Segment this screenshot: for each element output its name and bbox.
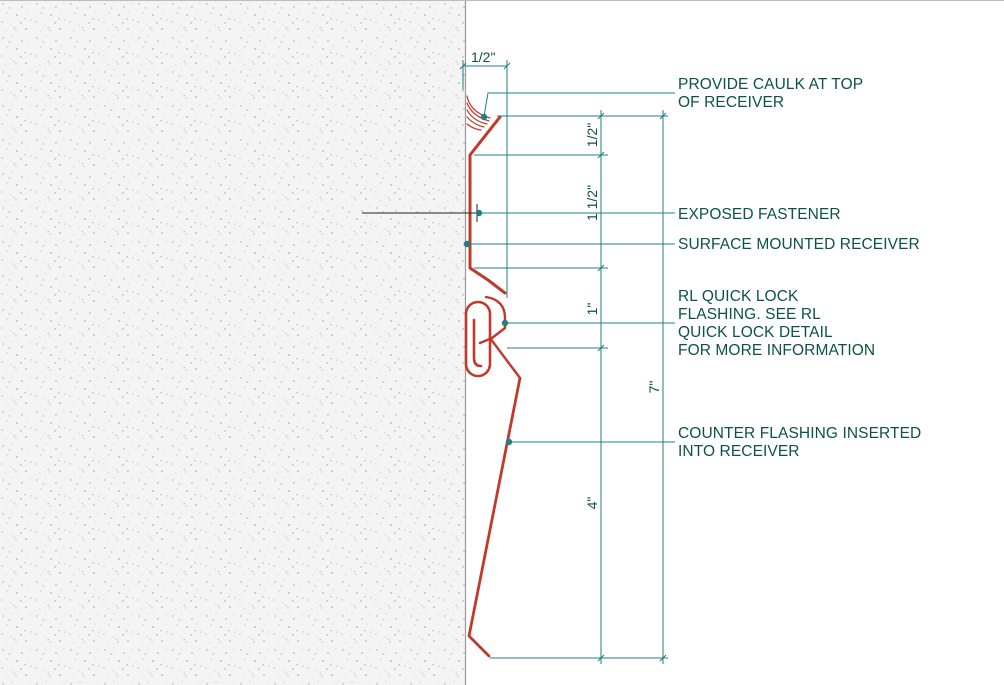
callout-caulk: PROVIDE CAULK AT TOP OF RECEIVER bbox=[678, 76, 863, 111]
counter-flashing bbox=[467, 376, 522, 658]
callout-surface-receiver: SURFACE MOUNTED RECEIVER bbox=[678, 236, 920, 253]
rl-quick-lock-flashing bbox=[464, 295, 522, 380]
caulk-bead bbox=[466, 95, 491, 131]
dim-half-inch-label: 1/2" bbox=[584, 123, 600, 147]
concrete-wall bbox=[0, 1, 465, 685]
dimension-lines bbox=[459, 60, 668, 664]
dim-one-inch-label: 1" bbox=[584, 303, 600, 316]
dim-top-width-label: 1/2" bbox=[471, 49, 495, 65]
callout-quick-lock-line-2: FLASHING. SEE RL bbox=[678, 306, 821, 323]
dim-seven-inch-label: 7" bbox=[646, 381, 662, 394]
surface-mounted-receiver bbox=[468, 115, 507, 295]
callout-quick-lock: RL QUICK LOCK FLASHING. SEE RL QUICK LOC… bbox=[678, 288, 875, 359]
dim-one-and-half-label: 1 1/2" bbox=[584, 185, 600, 221]
callout-quick-lock-line-1: RL QUICK LOCK bbox=[678, 288, 799, 305]
callout-counter-flashing-line-1: COUNTER FLASHING INSERTED bbox=[678, 425, 921, 442]
callout-caulk-line-2: OF RECEIVER bbox=[678, 94, 784, 111]
callout-exposed-fastener: EXPOSED FASTENER bbox=[678, 206, 841, 223]
callout-counter-flashing: COUNTER FLASHING INSERTED INTO RECEIVER bbox=[678, 425, 921, 460]
callout-counter-flashing-line-2: INTO RECEIVER bbox=[678, 443, 800, 460]
callout-caulk-line-1: PROVIDE CAULK AT TOP bbox=[678, 76, 863, 93]
callout-quick-lock-line-4: FOR MORE INFORMATION bbox=[678, 342, 875, 359]
callout-leaders bbox=[463, 92, 675, 446]
dim-four-inch-label: 4" bbox=[584, 497, 600, 510]
callout-quick-lock-line-3: QUICK LOCK DETAIL bbox=[678, 324, 833, 341]
